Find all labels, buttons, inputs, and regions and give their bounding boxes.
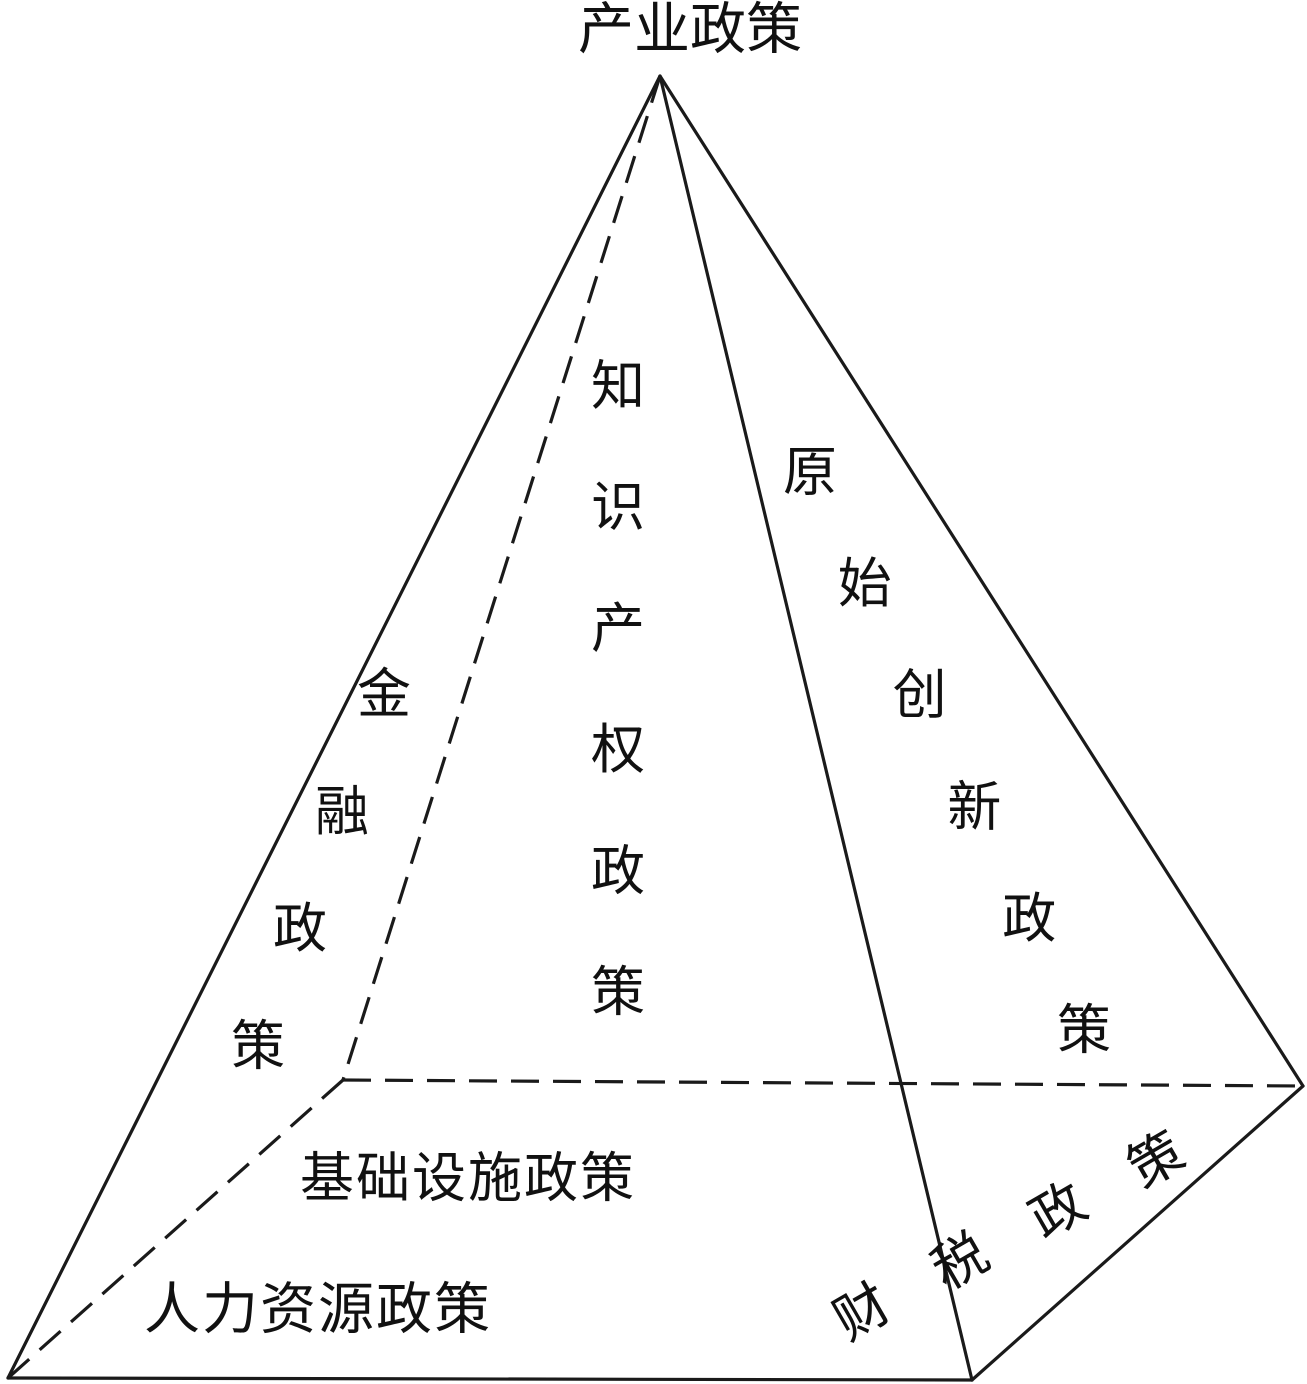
face-front-right-label-char: 策 bbox=[1117, 1119, 1195, 1201]
edge-apex-back-left-hidden bbox=[341, 75, 662, 1081]
face-right-label-char: 始 bbox=[838, 552, 892, 615]
face-left-label-char: 融 bbox=[315, 780, 369, 843]
face-center-label-char: 识 bbox=[591, 476, 645, 539]
edge-apex-back-right bbox=[658, 74, 1305, 1088]
face-right-label-char: 策 bbox=[1057, 999, 1111, 1062]
face-center-label-char: 知 bbox=[591, 355, 645, 418]
face-left-label-char: 金 bbox=[357, 663, 411, 726]
face-center-label-char: 权 bbox=[591, 718, 645, 781]
edge-base-back-hidden bbox=[342, 1078, 1304, 1088]
edge-base-front bbox=[6, 1376, 974, 1382]
base-front-label: 人力资源政策 bbox=[144, 1278, 492, 1343]
edge-base-left-hidden bbox=[6, 1078, 345, 1380]
base-back-label: 基础设施政策 bbox=[300, 1147, 636, 1210]
face-left-label-char: 策 bbox=[231, 1015, 285, 1078]
face-center-label-char: 策 bbox=[591, 961, 645, 1024]
face-left-label-char: 政 bbox=[273, 897, 327, 960]
edge-base-right bbox=[970, 1084, 1305, 1382]
edge-apex-front-left bbox=[6, 74, 662, 1380]
face-center-label-char: 产 bbox=[591, 597, 645, 660]
apex-label: 产业政策 bbox=[578, 0, 802, 63]
face-front-right-label-char: 政 bbox=[1019, 1170, 1097, 1252]
face-right-label-char: 原 bbox=[783, 441, 837, 504]
face-right-label-char: 政 bbox=[1002, 887, 1056, 950]
face-right-label-char: 新 bbox=[947, 775, 1001, 838]
face-right-label-char: 创 bbox=[893, 664, 947, 727]
face-front-right-label-char: 税 bbox=[921, 1221, 999, 1303]
face-front-right-label-char: 财 bbox=[823, 1271, 901, 1353]
edge-apex-front-right bbox=[658, 74, 974, 1382]
face-center-label-char: 政 bbox=[591, 839, 645, 902]
